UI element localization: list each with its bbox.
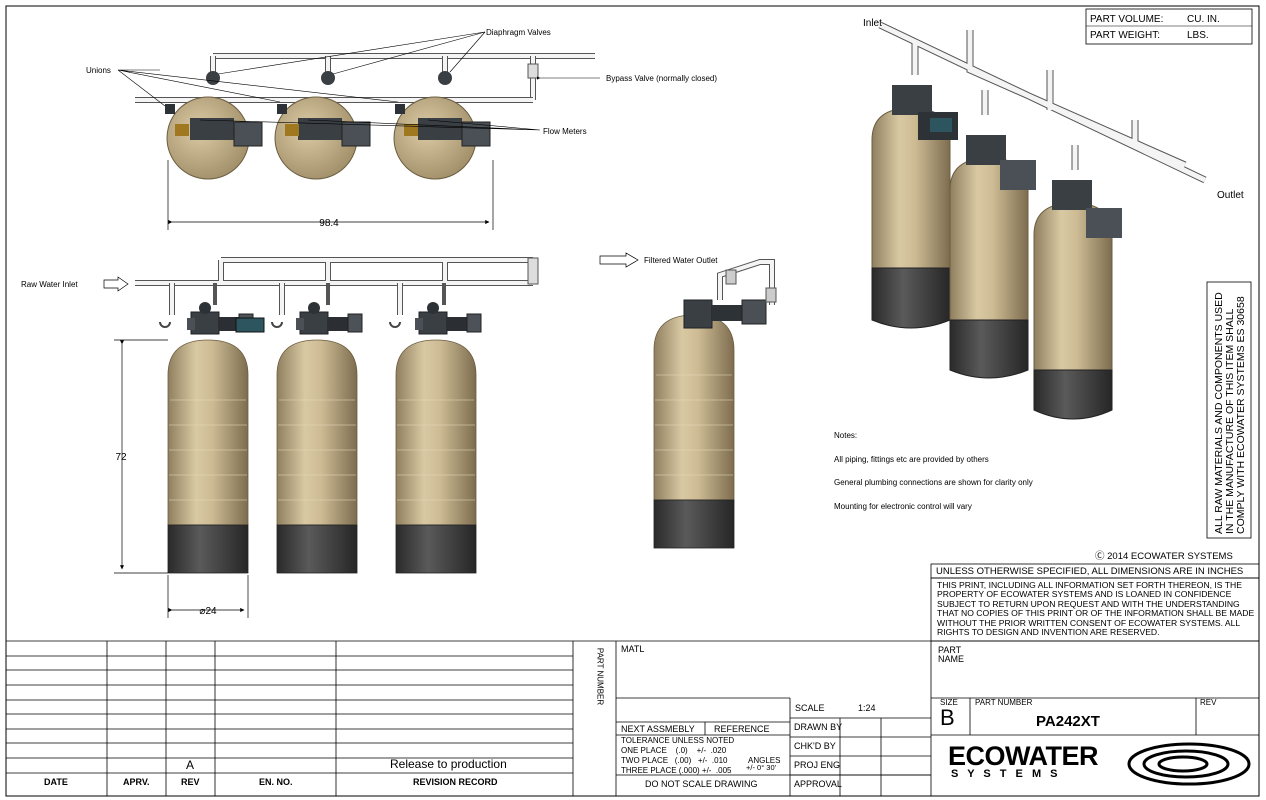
callout-diaphragm-valves: Diaphragm Valves: [486, 28, 551, 37]
callout-flow-meters: Flow Meters: [543, 127, 587, 136]
ecowater-logo-text: ECOWATER: [948, 741, 1099, 771]
rev-header-rev: REV: [181, 777, 200, 787]
angles-label: ANGLES: [748, 756, 781, 765]
chkd-by-label: CHK'D BY: [794, 741, 836, 751]
part-weight-unit: LBS.: [1187, 30, 1209, 41]
dim-top-width: 98.4: [319, 218, 339, 229]
part-number-vertical-label: PART NUMBER: [595, 647, 605, 706]
tolerance-one: ONE PLACE (.0) +/- .020: [621, 746, 727, 755]
isometric-view: [871, 21, 1207, 420]
part-weight-label: PART WEIGHT:: [1090, 30, 1160, 41]
next-assembly-label: NEXT ASSMEBLY: [621, 724, 695, 734]
unless-specified: UNLESS OTHERWISE SPECIFIED, ALL DIMENSIO…: [936, 566, 1244, 577]
tolerance-two: TWO PLACE (.00) +/- .010: [621, 756, 728, 765]
part-number-value: PA242XT: [1036, 713, 1100, 730]
ecowater-swirl-icon: [1127, 742, 1251, 786]
callout-raw-water-inlet: Raw Water Inlet: [21, 280, 78, 289]
rev-header-en-no: EN. NO.: [259, 777, 293, 787]
tolerance-title: TOLERANCE UNLESS NOTED: [621, 736, 735, 745]
part-volume-label: PART VOLUME:: [1090, 14, 1163, 25]
do-not-scale: DO NOT SCALE DRAWING: [645, 779, 758, 789]
reference-label: REFERENCE: [714, 724, 770, 734]
dim-height: 72: [115, 452, 127, 463]
callout-filtered-water-outlet: Filtered Water Outlet: [644, 256, 718, 265]
approval-label: APPROVAL: [794, 779, 842, 789]
scale-value: 1:24: [858, 703, 876, 713]
rev-description: Release to production: [390, 757, 507, 771]
compliance-line-2: IN THE MANUFACTURE OF THIS ITEM SHALL: [1224, 308, 1236, 534]
front-view: [103, 252, 639, 618]
tolerance-three: THREE PLACE (.000) +/- .005: [621, 766, 732, 775]
compliance-line-1: ALL RAW MATERIALS AND COMPONENTS USED: [1213, 292, 1225, 534]
ecowater-logo-sub: S Y S T E M S: [951, 768, 1061, 780]
matl-label: MATL: [621, 644, 645, 654]
part-volume-unit: CU. IN.: [1187, 14, 1220, 25]
copyright: Ⓒ 2014 ECOWATER SYSTEMS: [1095, 551, 1233, 562]
scale-label: SCALE: [795, 703, 825, 713]
notes-heading: Notes:: [834, 431, 857, 440]
callout-bypass-valve: Bypass Valve (normally closed): [606, 74, 717, 83]
confidentiality-notice: THIS PRINT, INCLUDING ALL INFORMATION SE…: [937, 580, 1255, 638]
rev-header-date: DATE: [44, 777, 68, 787]
size-label: SIZE: [940, 698, 958, 707]
dim-diameter: ⌀24: [199, 606, 217, 617]
rev-value: A: [186, 758, 195, 772]
side-view: [653, 259, 777, 549]
proj-eng-label: PROJ ENG: [794, 760, 841, 770]
drawn-by-label: DRAWN BY: [794, 722, 843, 732]
angles-value: +/- 0° 30': [746, 763, 777, 772]
callout-unions: Unions: [86, 66, 111, 75]
part-number-label: PART NUMBER: [975, 698, 1033, 707]
note-item: All piping, fittings etc are provided by…: [834, 455, 989, 464]
rev-header-record: REVISION RECORD: [413, 777, 498, 787]
part-name-label-2: NAME: [938, 654, 965, 664]
compliance-line-3: COMPLY WITH ECOWATER SYSTEMS ES 30658: [1235, 296, 1247, 534]
note-item: Mounting for electronic control will var…: [834, 502, 972, 511]
callout-iso-outlet: Outlet: [1217, 190, 1244, 201]
rev-header-aprv: APRV.: [123, 777, 150, 787]
callout-iso-inlet: Inlet: [863, 18, 882, 29]
part-name-label-1: PART: [938, 645, 962, 655]
top-view: [117, 31, 600, 230]
rev-label: REV: [1200, 698, 1217, 707]
size-value: B: [940, 705, 955, 730]
title-block-grid: [6, 563, 1260, 796]
note-item: General plumbing connections are shown f…: [834, 478, 1033, 487]
